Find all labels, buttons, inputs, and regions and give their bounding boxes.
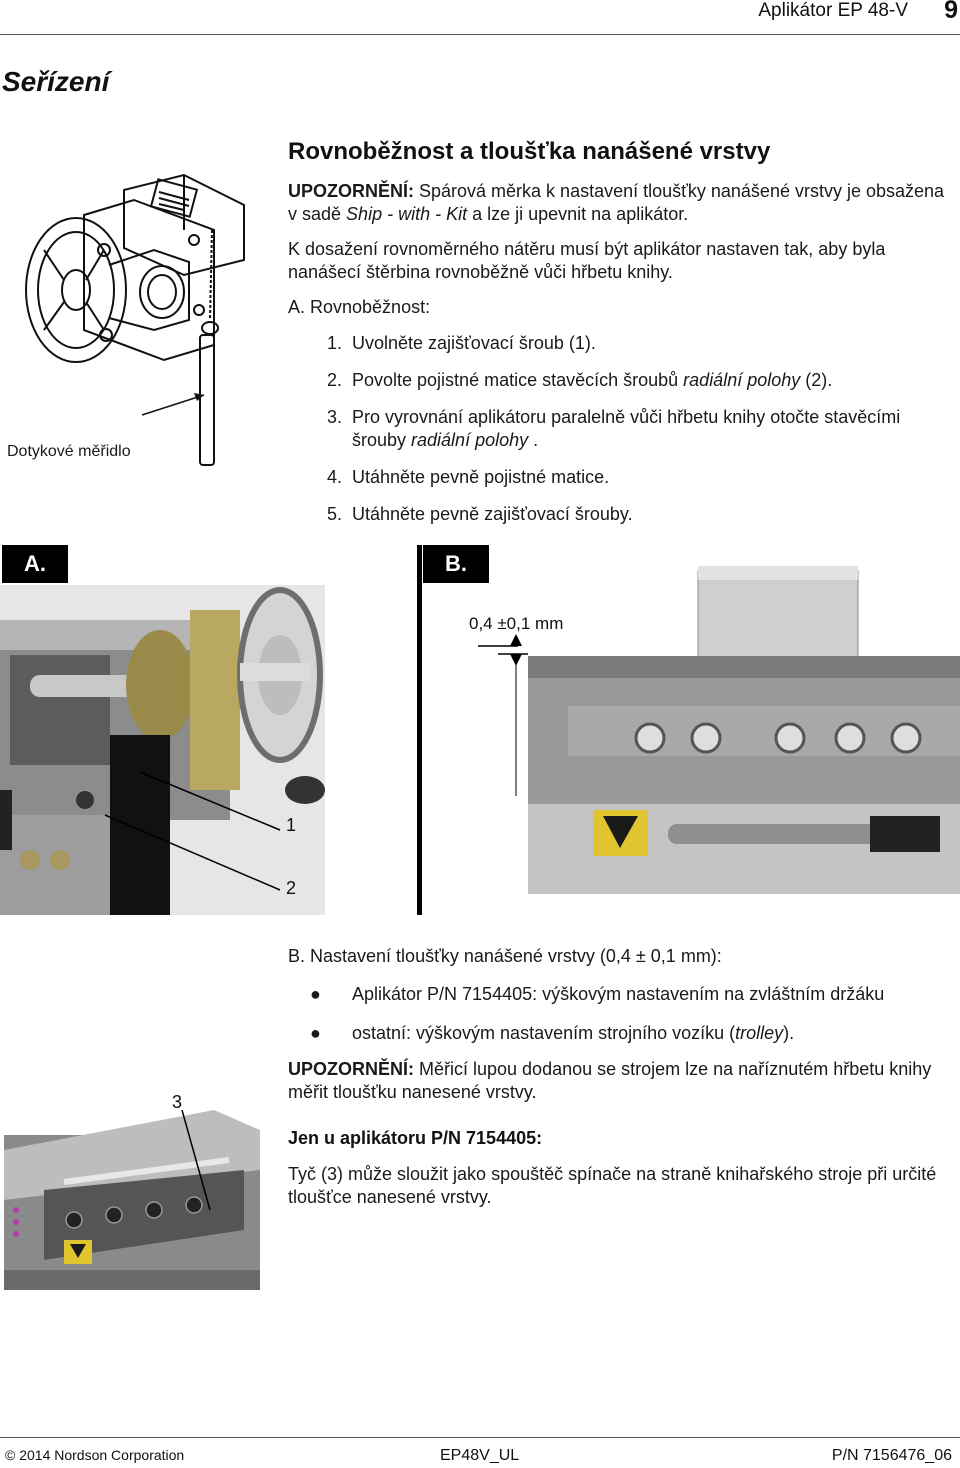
photo-c-rod: [4, 1110, 260, 1290]
footer-rule: [0, 1437, 960, 1438]
step-text: Pro vyrovnání aplikátoru paralelně vůči …: [352, 407, 901, 450]
heading: Rovnoběžnost a tloušťka nanášené vrstvy: [288, 138, 771, 165]
callout-2: 2: [286, 878, 297, 898]
note-1-text-b: a lze ji upevnit na aplikátor.: [467, 204, 689, 224]
step-number: 3.: [326, 407, 342, 427]
footer-doc: EP48V_UL: [440, 1447, 520, 1464]
gauge-label: Dotykové měřidlo: [7, 443, 131, 460]
step-item: 2. Povolte pojistné matice stavěcích šrou…: [318, 369, 958, 392]
header-title: Aplikátor EP 48-V: [758, 0, 908, 21]
step-number: 1.: [326, 333, 342, 353]
figure-divider: [417, 545, 422, 915]
bullet-italic: trolley: [735, 1023, 784, 1043]
footer-pn: P/N 7156476_06: [831, 1447, 952, 1464]
callout-3: 3: [172, 1092, 183, 1112]
thickness-heading: B. Nastavení tloušťky nanášené vrstvy (0…: [288, 946, 722, 966]
copyright-text: 2014 Nordson Corporation: [19, 1447, 185, 1463]
copyright-icon: ©: [5, 1447, 16, 1463]
step-after: .: [528, 430, 539, 450]
step-number: 2.: [326, 370, 342, 390]
note-1: UPOZORNĚNÍ: Spárová měrka k nastavení tl…: [288, 180, 948, 226]
bullet-icon: ●: [310, 1023, 321, 1043]
photo-a-callout-lines: [104, 771, 281, 891]
step-item: 4. Utáhněte pevně pojistné matice.: [318, 466, 958, 489]
bullet-item: ● Aplikátor P/N 7154405: výškovým nastave…: [288, 983, 958, 1006]
header-rule: [0, 34, 960, 35]
step-text: Povolte pojistné matice stavěcích šroubů: [352, 370, 684, 390]
bullet-item: ● ostatní: výškovým nastavením strojního …: [288, 1022, 958, 1045]
figure-tag-a: A.: [2, 545, 68, 583]
page-number: 9: [944, 0, 958, 24]
steps-list: 1. Uvolněte zajišťovací šroub (1). 2. Povo…: [318, 332, 958, 540]
footer-copyright: © 2014 Nordson Corporation: [5, 1447, 184, 1463]
photo-a-applicator: [0, 585, 325, 915]
step-text: Uvolněte zajišťovací šroub (1).: [352, 333, 596, 353]
only-heading: Jen u aplikátoru P/N 7154405:: [288, 1128, 543, 1148]
callout-1: 1: [286, 815, 297, 835]
note-2-text: Měřicí lupou dodanou se strojem lze na n…: [288, 1059, 932, 1102]
step-italic: radiální polohy: [683, 370, 801, 390]
note-2: UPOZORNĚNÍ: Měřicí lupou dodanou se stro…: [288, 1058, 948, 1104]
rod-text: Tyč (3) může sloužit jako spouštěč spína…: [288, 1164, 937, 1207]
section-title: Seřízení: [2, 66, 110, 97]
step-italic: radiální polohy: [411, 430, 529, 450]
step-after: (2).: [800, 370, 833, 390]
bullet-text: ostatní: výškovým nastavením strojního v…: [352, 1023, 736, 1043]
dimension-label: 0,4 ±0,1 mm: [469, 614, 564, 633]
bullet-list: ● Aplikátor P/N 7154405: výškovým nastave…: [288, 983, 958, 1061]
applicator-line-drawing: [25, 173, 245, 466]
step-number: 4.: [326, 467, 342, 487]
bullet-after: ).: [783, 1023, 795, 1043]
bullet-icon: ●: [310, 984, 321, 1004]
step-number: 5.: [326, 504, 342, 524]
bullet-text: Aplikátor P/N 7154405: výškovým nastaven…: [352, 984, 885, 1004]
parallel-heading: A. Rovnoběžnost:: [288, 297, 431, 317]
photo-b-nozzle: [478, 566, 960, 894]
step-text: Utáhněte pevně zajišťovací šrouby.: [352, 504, 633, 524]
note-1-label: UPOZORNĚNÍ:: [288, 181, 414, 201]
step-item: 3. Pro vyrovnání aplikátoru paralelně vůč…: [318, 406, 958, 452]
note-1-italic: Ship - with - Kit: [346, 204, 468, 224]
intro-text: K dosažení rovnoměrného nátěru musí být …: [288, 239, 886, 282]
step-text: Utáhněte pevně pojistné matice.: [352, 467, 610, 487]
note-2-label: UPOZORNĚNÍ:: [288, 1059, 414, 1079]
figure-tag-b: B.: [423, 545, 489, 583]
note-1-text-a: Spárová měrka k nastavení tloušťky nanáš…: [288, 181, 945, 224]
step-item: 5. Utáhněte pevně zajišťovací šrouby.: [318, 503, 958, 526]
step-item: 1. Uvolněte zajišťovací šroub (1).: [318, 332, 958, 355]
